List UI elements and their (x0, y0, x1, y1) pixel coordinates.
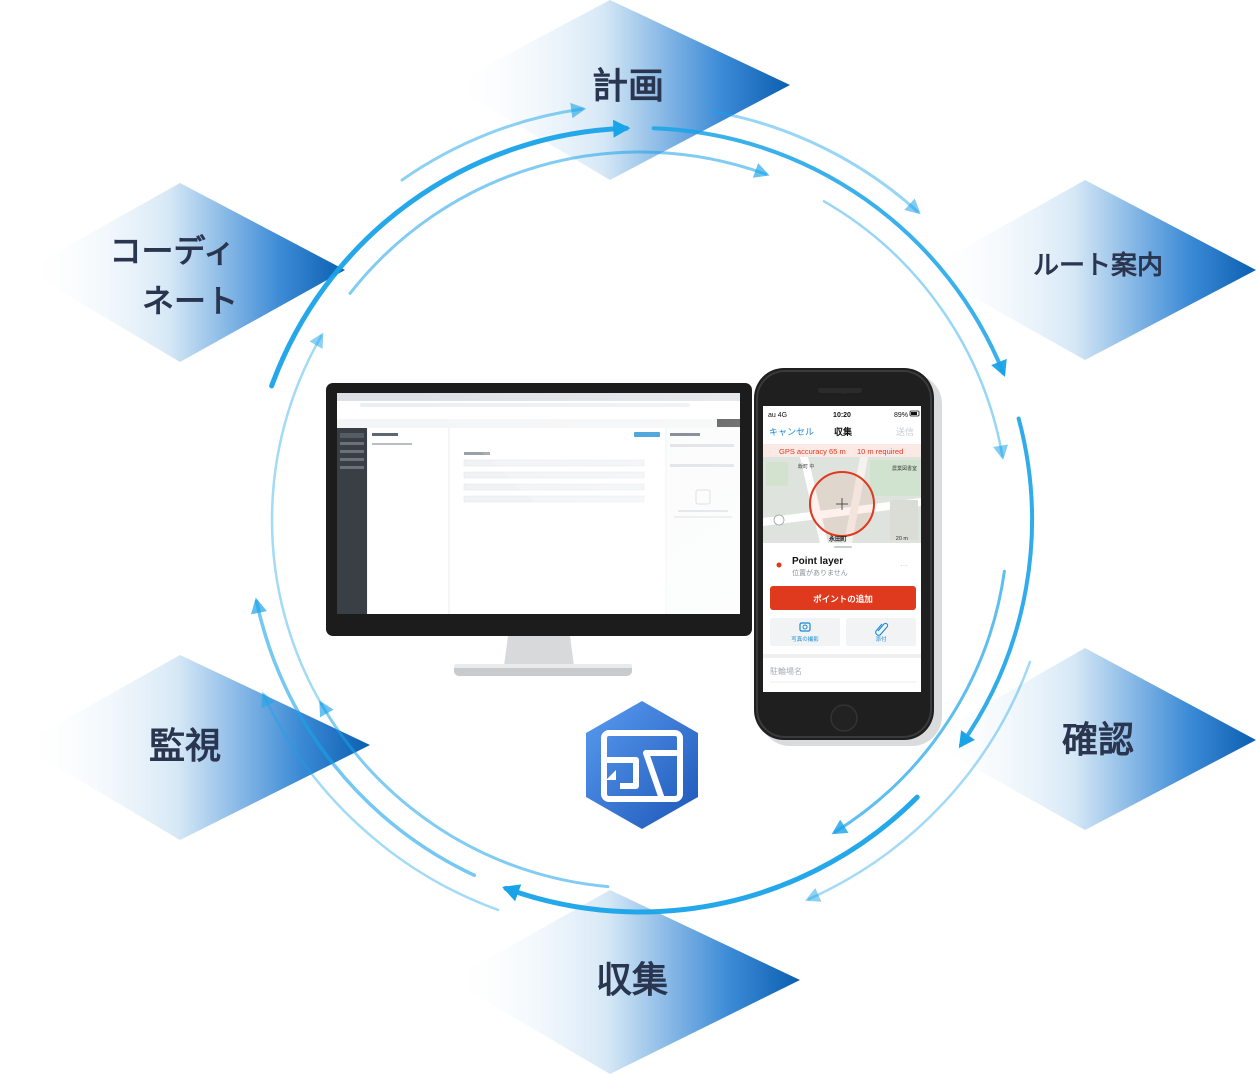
cycle-arrow-arc (651, 126, 1006, 376)
stage-collect: 収集 (450, 890, 800, 1074)
cycle-arrow-head (805, 887, 822, 902)
cycle-arrow-head (502, 884, 522, 902)
smartphone: au 4G 10:20 89% キャンセル 収集 送信 GPS accuracy… (754, 368, 942, 746)
field-maps-logo-icon (586, 701, 698, 829)
stage-plan: 計画 (450, 0, 790, 180)
phone-time: 10:20 (833, 412, 851, 419)
cycle-arrow-head (570, 102, 587, 119)
cycle-arrow-arc (822, 200, 1004, 458)
cycle-arrow-head (993, 444, 1008, 461)
cycle-arrow-arc (269, 125, 629, 389)
map-scale: 20 m (896, 536, 909, 542)
take-photo-label: 写真の撮影 (791, 635, 819, 643)
cycle-arrow-arc (262, 694, 500, 912)
point-layer-icon (776, 562, 782, 568)
stage-collect-label: 収集 (596, 960, 668, 1001)
stage-coordinate: コーディ ネート (25, 183, 345, 362)
stage-plan-label: 計画 (592, 66, 664, 107)
stage-route: ルート案内 (925, 180, 1256, 360)
cycle-arrow-arc (319, 702, 610, 889)
point-layer-title: Point layer (792, 556, 843, 567)
stage-monitor-label: 監視 (149, 726, 221, 767)
gps-required-text: 10 m required (857, 447, 903, 456)
add-point-label: ポイントの追加 (813, 594, 873, 604)
cycle-arrow-arc (807, 660, 1032, 901)
map-view[interactable]: 飯町 中 農業図書室 永田町 20 m (763, 457, 921, 548)
cycle-arrow-head (904, 198, 921, 215)
cycle-arrow-arc (400, 107, 584, 182)
take-photo-button[interactable] (770, 618, 840, 646)
cycle-arrow-head (309, 332, 324, 349)
stage-monitor: 監視 (20, 655, 370, 840)
add-point-button[interactable] (770, 586, 916, 610)
cycle-arrow-arc (959, 416, 1034, 747)
cycle-arrows (251, 102, 1034, 915)
cycle-arrow-arc (710, 109, 920, 214)
cycle-arrow-arc (270, 334, 323, 706)
point-layer-subtitle: 位置がありません (792, 568, 848, 577)
attach-label: 添付 (875, 635, 887, 643)
desktop-monitor (326, 383, 752, 676)
paperclip-icon (875, 622, 889, 636)
cycle-arrow-head (613, 119, 631, 138)
phone-send-button[interactable]: 送信 (896, 426, 914, 437)
attach-button[interactable] (846, 618, 916, 646)
map-label-north: 飯町 中 (798, 463, 814, 470)
stage-confirm: 確認 (925, 648, 1256, 830)
map-label-place: 永田町 (828, 535, 847, 543)
field-input-placeholder[interactable]: 駐輪場名 (770, 666, 802, 676)
cycle-arrow-arc (503, 794, 920, 915)
phone-cancel-button[interactable]: キャンセル (769, 427, 814, 437)
cycle-arrow-head (991, 358, 1007, 377)
more-icon[interactable]: ··· (900, 561, 908, 570)
cycle-arrow-arc (348, 150, 768, 295)
cycle-arrow-head (251, 597, 267, 615)
cycle-arrow-head (261, 691, 276, 709)
cycle-arrow-head (958, 730, 975, 749)
phone-battery: 89% (894, 412, 908, 419)
cycle-arrow-arc (833, 569, 1006, 834)
stage-coordinate-label: コーディ ネート (110, 232, 247, 320)
gps-accuracy-text: GPS accuracy 65 m (779, 447, 846, 456)
camera-icon (799, 622, 811, 632)
cycle-arrow-arc (254, 599, 477, 878)
cycle-arrow-head (752, 163, 770, 178)
cycle-arrow-head (831, 819, 849, 835)
cycle-arrow-head (319, 700, 334, 718)
phone-title: 収集 (834, 426, 853, 437)
map-label-east: 農業図書室 (892, 465, 917, 472)
phone-carrier: au 4G (768, 412, 787, 419)
stage-confirm-label: 確認 (1062, 720, 1134, 761)
stage-route-label: ルート案内 (1033, 250, 1163, 281)
